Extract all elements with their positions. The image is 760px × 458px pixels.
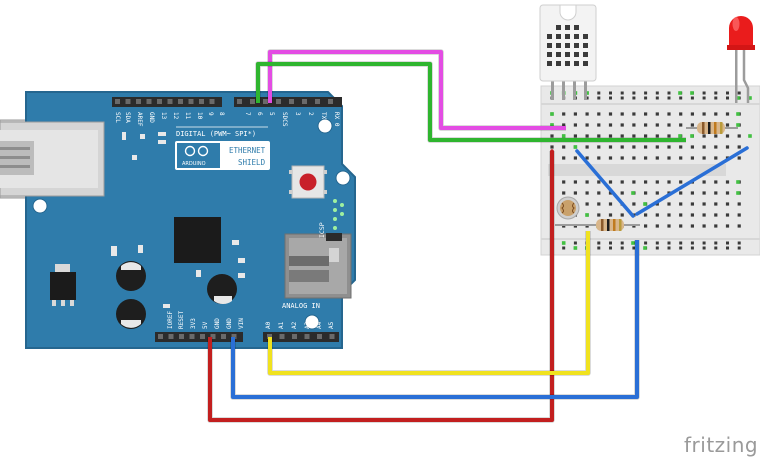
microsd-slot xyxy=(284,233,352,299)
top-pin-label: 10 xyxy=(196,112,203,120)
bottom-pin-label: 5V xyxy=(202,321,209,329)
bottom-pin-label: GND xyxy=(214,318,221,329)
digital-header xyxy=(112,97,342,107)
breadboard-channel xyxy=(548,164,726,176)
reset-button xyxy=(289,165,327,199)
mounting-hole xyxy=(32,198,48,214)
top-pin-label: AREF xyxy=(136,112,143,127)
ethernet-controller-chip xyxy=(174,217,221,263)
status-leds xyxy=(333,199,344,230)
arduino-logo: ARDUINO ETHERNET SHIELD xyxy=(175,141,270,170)
icsp-header: ICSP xyxy=(318,222,342,241)
top-pin-label: 2 xyxy=(307,112,314,116)
electrolytic-capacitors xyxy=(116,261,237,329)
bottom-pin-label: GND xyxy=(226,318,233,329)
wire-5v xyxy=(207,151,555,423)
digital-header-label: DIGITAL (PWM~ SPI*) xyxy=(176,130,256,138)
bottom-pin-label: A4 xyxy=(316,321,323,329)
icsp-label: ICSP xyxy=(318,222,326,238)
bottom-pin-label: 3V3 xyxy=(190,318,197,329)
top-pin-label: 8 xyxy=(218,112,225,116)
bottom-pin-labels: IOREF RESET 3V3 5V GND GND VIN A0 A1 A2 A3 A4 A5 xyxy=(167,311,335,329)
shield-name-line2: SHIELD xyxy=(238,158,266,167)
top-pin-label: RX 0 xyxy=(333,112,340,127)
resistor-bottom xyxy=(585,219,640,231)
wire-pin5 xyxy=(267,49,566,131)
analog-header-label: ANALOG IN xyxy=(282,302,320,310)
bottom-pin-label: VIN xyxy=(238,318,245,329)
humidity-temperature-sensor xyxy=(539,4,597,100)
wire-a0 xyxy=(267,231,591,376)
top-pin-label: TX 1 xyxy=(320,112,327,127)
breadboard xyxy=(540,85,760,256)
mounting-hole xyxy=(317,118,333,134)
top-pin-label: SDCS xyxy=(281,112,288,127)
breadboard-jumpers xyxy=(550,146,749,218)
top-pin-label: 12 xyxy=(172,112,179,120)
top-pin-label: 6 xyxy=(256,112,263,116)
bottom-pin-label: A1 xyxy=(278,321,285,329)
top-pin-label: 3 xyxy=(294,112,301,116)
red-led xyxy=(727,16,755,103)
top-pin-label: 13 xyxy=(160,112,167,120)
bottom-pin-label: A2 xyxy=(291,321,298,329)
wire-gnd xyxy=(230,240,640,400)
shield-name-line1: ETHERNET xyxy=(229,146,266,155)
bottom-pin-label: A5 xyxy=(328,321,335,329)
top-pin-label: 11 xyxy=(184,112,191,120)
bottom-pin-label: A0 xyxy=(265,321,272,329)
fritzing-brand: fritzing xyxy=(684,433,758,457)
top-pin-label: 7 xyxy=(244,112,251,116)
bottom-pin-label: RESET xyxy=(178,311,185,329)
voltage-regulator xyxy=(50,264,76,306)
wire-pin6 xyxy=(255,61,686,143)
bottom-pin-label: IOREF xyxy=(167,311,174,329)
power-header xyxy=(155,332,339,342)
photoresistor xyxy=(555,196,586,226)
mounting-hole xyxy=(304,314,320,330)
arduino-logo-text: ARDUINO xyxy=(182,161,206,167)
top-pin-label: GND xyxy=(148,112,155,123)
top-pin-label: 5 xyxy=(268,112,275,116)
bottom-pin-label: A3 xyxy=(304,321,311,329)
top-pin-label: SDA xyxy=(124,112,131,123)
top-pin-label: 9 xyxy=(207,112,214,116)
top-pin-label: SCL xyxy=(114,112,121,123)
resistor-top xyxy=(686,122,738,134)
mounting-hole xyxy=(335,170,351,186)
